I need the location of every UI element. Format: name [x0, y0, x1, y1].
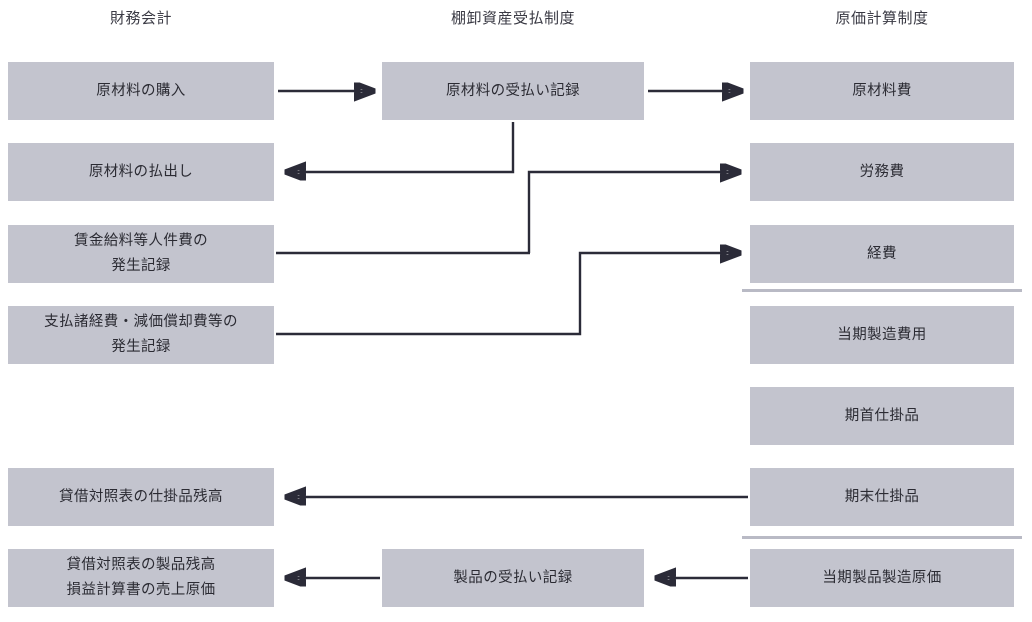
column-header-inventory-system: 棚卸資産受払制度 [413, 8, 613, 30]
link-issue-to-labor-cost [527, 172, 738, 253]
node-label: 製品の受払い記録 [453, 569, 573, 586]
node-label: 労務費 [859, 163, 905, 180]
node-purchase-of-raw-materials[interactable]: 原材料の購入 [8, 62, 274, 120]
link-expense-record-to-expenses [276, 253, 738, 336]
node-product-receipt-payment-record[interactable]: 製品の受払い記録 [382, 549, 644, 607]
node-label: 期末仕掛品 [844, 488, 920, 505]
node-label: 支払諸経費・減価償却費等の 発生記録 [44, 314, 238, 355]
column-header-cost-accounting-system: 原価計算制度 [782, 8, 982, 30]
column-header-label: 棚卸資産受払制度 [450, 10, 575, 27]
separator-above-manufacturing-cost [742, 289, 1022, 292]
node-issue-of-raw-materials[interactable]: 原材料の払出し [8, 143, 274, 201]
node-label: 経費 [867, 245, 897, 262]
node-label: 期首仕掛品 [844, 407, 920, 424]
node-label: 原材料の受払い記録 [445, 82, 581, 99]
node-ending-work-in-process[interactable]: 期末仕掛品 [750, 468, 1014, 526]
node-label: 原材料の払出し [88, 163, 194, 180]
column-header-financial-accounting: 財務会計 [41, 8, 241, 30]
node-label: 貸借対照表の製品残高 損益計算書の売上原価 [66, 557, 216, 598]
separator-above-cogm [742, 536, 1022, 539]
node-raw-material-receipt-payment-record[interactable]: 原材料の受払い記録 [382, 62, 644, 120]
node-label: 原材料の購入 [96, 82, 186, 99]
node-label: 賃金給料等人件費の 発生記録 [73, 233, 209, 274]
link-raw-record-to-issue [288, 122, 515, 172]
node-expenses-depreciation-record[interactable]: 支払諸経費・減価償却費等の 発生記録 [8, 306, 274, 364]
node-label: 原材料費 [852, 82, 912, 99]
node-label: 貸借対照表の仕掛品残高 [59, 488, 223, 505]
node-cost-of-goods-manufactured[interactable]: 当期製品製造原価 [750, 549, 1014, 607]
column-header-label: 財務会計 [109, 10, 172, 27]
node-labor-cost[interactable]: 労務費 [750, 143, 1014, 201]
node-beginning-work-in-process[interactable]: 期首仕掛品 [750, 387, 1014, 445]
node-label: 当期製造費用 [837, 326, 927, 343]
node-balance-sheet-wip-balance[interactable]: 貸借対照表の仕掛品残高 [8, 468, 274, 526]
node-balance-sheet-product-income-cogs[interactable]: 貸借対照表の製品残高 損益計算書の売上原価 [8, 549, 274, 607]
node-wages-salaries-labor-cost-record[interactable]: 賃金給料等人件費の 発生記録 [8, 225, 274, 283]
node-raw-material-cost[interactable]: 原材料費 [750, 62, 1014, 120]
column-header-label: 原価計算制度 [835, 10, 929, 27]
node-other-expenses[interactable]: 経費 [750, 225, 1014, 283]
node-current-period-manufacturing-cost[interactable]: 当期製造費用 [750, 306, 1014, 364]
node-label: 当期製品製造原価 [822, 569, 942, 586]
